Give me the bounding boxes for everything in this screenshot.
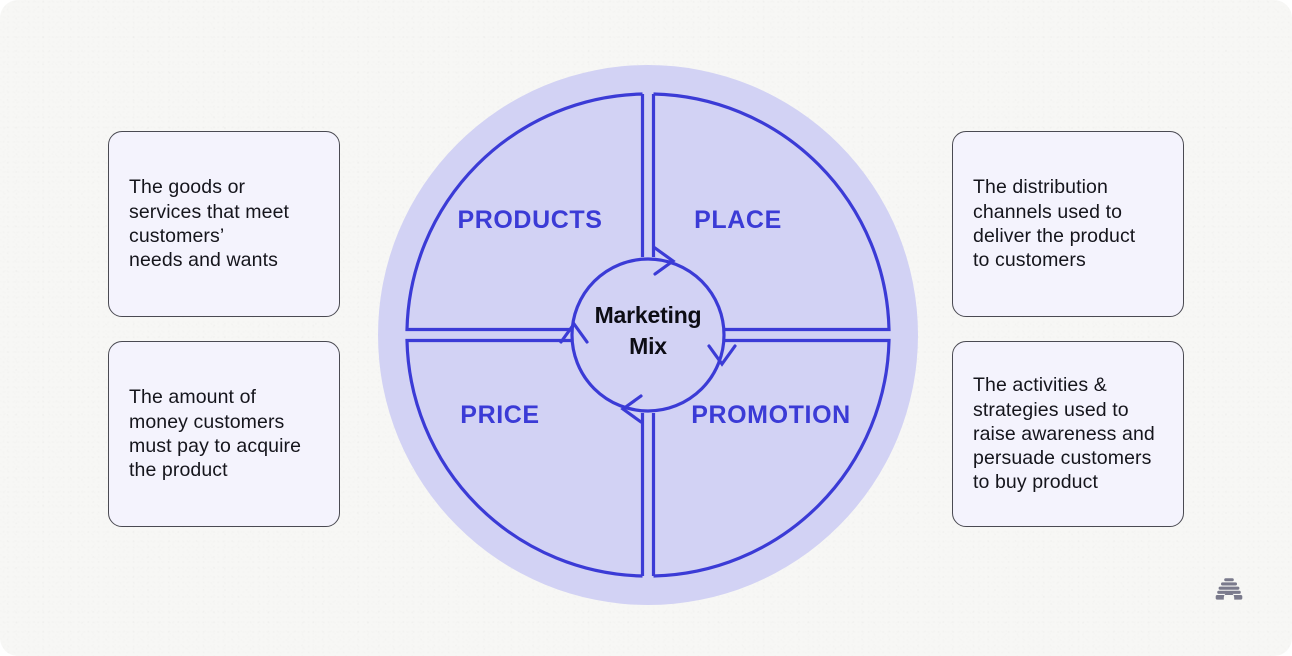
arrow-bottom-icon bbox=[620, 394, 643, 424]
quadrant-label-products: PRODUCTS bbox=[457, 206, 602, 234]
description-card-products-text: The goods or services that meet customer… bbox=[129, 176, 290, 272]
center-label-line1: Marketing bbox=[595, 302, 702, 328]
quadrant-label-price: PRICE bbox=[460, 401, 539, 429]
center-circle bbox=[570, 257, 726, 413]
background-disc bbox=[378, 65, 918, 605]
center-label-line2: Mix bbox=[629, 333, 667, 359]
quadrant-outline-promotion bbox=[651, 338, 891, 578]
quadrant-label-place: PLACE bbox=[694, 206, 782, 234]
arrow-right-icon bbox=[707, 344, 737, 367]
description-card-products: The goods or services that meet customer… bbox=[108, 131, 340, 317]
description-card-price: The amount of money customers must pay t… bbox=[108, 341, 340, 527]
description-card-promotion: The activities & strategies used to rais… bbox=[952, 341, 1184, 527]
quadrant-label-promotion: PROMOTION bbox=[691, 401, 851, 429]
arrow-top-icon bbox=[653, 246, 676, 276]
quadrant-outline-products bbox=[405, 92, 645, 332]
description-card-price-text: The amount of money customers must pay t… bbox=[129, 386, 302, 482]
quadrant-outline-place bbox=[651, 92, 891, 332]
description-card-promotion-text: The activities & strategies used to rais… bbox=[973, 374, 1155, 494]
marketing-mix-wheel: PRODUCTS PLACE PRICE PROMOTION Marketing… bbox=[378, 65, 918, 605]
arrow-left-icon bbox=[559, 321, 589, 344]
description-card-place-text: The distribution channels used to delive… bbox=[973, 176, 1136, 272]
quadrant-outline-price bbox=[405, 338, 645, 578]
beehive-logo bbox=[1212, 572, 1246, 606]
description-card-place: The distribution channels used to delive… bbox=[952, 131, 1184, 317]
